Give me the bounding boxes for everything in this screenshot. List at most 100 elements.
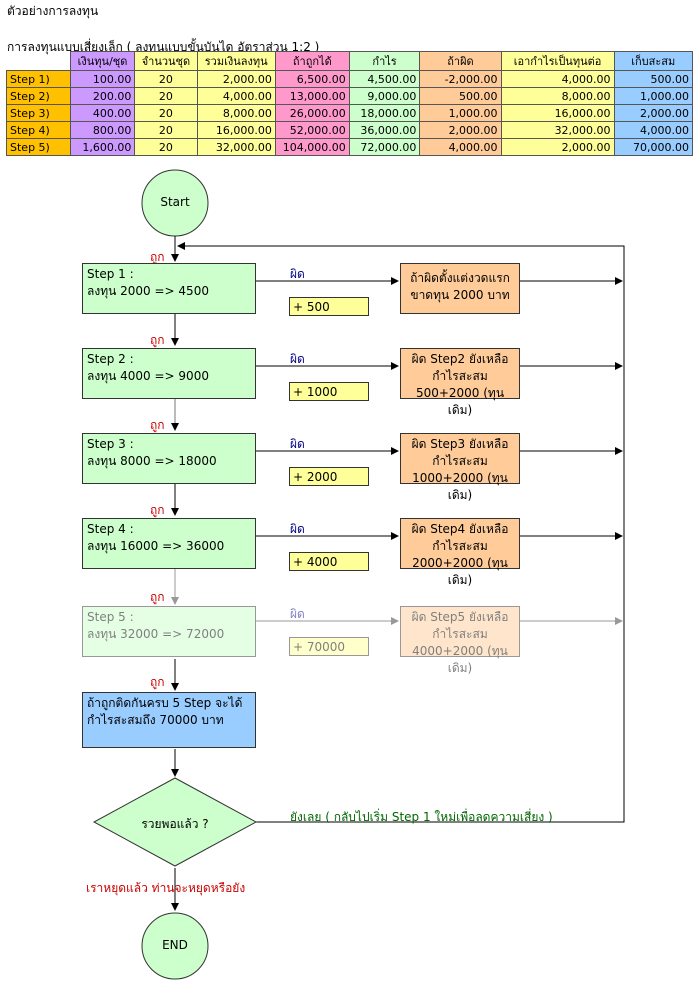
step-detail: ลงทุน 4000 => 9000 [87, 369, 209, 383]
cell-total: 2,000.00 [196, 70, 276, 88]
step-title: Step 5 : [87, 610, 134, 624]
gain-box: + 70000 [289, 637, 369, 656]
loss-line: ผิด Step3 ยังเหลือ [411, 437, 509, 451]
cell-profit: 9,000.00 [348, 87, 421, 105]
right-label: ถูก [150, 418, 165, 432]
cell-capital: 800.00 [69, 121, 136, 139]
end-label: END [162, 938, 188, 952]
loss-box: ผิด Step4 ยังเหลือ กำไรสะสม 2000+2000 (ท… [400, 518, 520, 587]
wrong-label: ผิด [290, 437, 305, 451]
col-header: ถ้าผิด [419, 51, 502, 71]
stop-label: เราหยุดแล้ว ท่านจะหยุดหรือยัง [86, 881, 246, 895]
loss-line: ขาดทุน 2000 บาท [410, 288, 510, 302]
wrong-label: ผิด [290, 267, 305, 281]
cell-next: 32,000.00 [500, 121, 615, 139]
step-title: Step 2 : [87, 352, 134, 366]
start-label: Start [160, 195, 190, 209]
cell-win: 6,500.00 [274, 70, 350, 88]
wrong-label: ผิด [290, 607, 305, 621]
cell-accumulated: 500.00 [613, 70, 693, 88]
wrong-label: ผิด [290, 352, 305, 366]
loop-back-connector [177, 242, 625, 823]
step-4-box: Step 4 : ลงทุน 16000 => 36000 [82, 518, 256, 569]
table-header-row: เงินทุน/ชุด จำนวนชุด รวมเงินลงทุน ถ้าถูก… [7, 51, 693, 71]
cell-loss: 2,000.00 [419, 121, 502, 139]
table-row: Step 3) 400.00 20 8,000.00 26,000.00 18,… [6, 104, 693, 122]
right-label: ถูก [150, 675, 165, 689]
right-label: ถูก [150, 503, 165, 517]
loop-back-label: ยังเลย ( กลับไปเริ่ม Step 1 ใหม่เพื่อลดค… [290, 810, 553, 824]
row-label: Step 3) [6, 104, 71, 122]
cell-loss: -2,000.00 [419, 70, 502, 88]
col-header: ถ้าถูกได้ [274, 51, 350, 71]
step-title: Step 4 : [87, 522, 134, 536]
step-detail: ลงทุน 32000 => 72000 [87, 627, 225, 641]
cell-total: 8,000.00 [196, 104, 276, 122]
cell-accumulated: 70,000.00 [613, 138, 693, 156]
row-label: Step 5) [6, 138, 71, 156]
loss-line: กำไรสะสม [432, 627, 488, 641]
step-detail: ลงทุน 16000 => 36000 [87, 539, 225, 553]
final-line: กำไรสะสมถึง 70000 บาท [87, 713, 224, 727]
table-row: Step 2) 200.00 20 4,000.00 13,000.00 9,0… [6, 87, 693, 105]
loss-line: 2000+2000 (ทุนเดิม) [412, 556, 508, 587]
cell-next: 4,000.00 [500, 70, 615, 88]
gain-box: + 500 [289, 297, 369, 316]
table-row: Step 4) 800.00 20 16,000.00 52,000.00 36… [6, 121, 693, 139]
cell-count: 20 [134, 87, 198, 105]
loss-box: ถ้าผิดตั้งแต่งวดแรก ขาดทุน 2000 บาท [400, 263, 520, 314]
cell-profit: 72,000.00 [348, 138, 421, 156]
cell-win: 104,000.00 [274, 138, 350, 156]
page-heading: ตัวอย่างการลงทุน [7, 4, 99, 18]
cell-capital: 1,600.00 [69, 138, 136, 156]
col-header: เอากำไรเป็นทุนต่อ [500, 51, 615, 71]
step-3-box: Step 3 : ลงทุน 8000 => 18000 [82, 433, 256, 484]
cell-next: 8,000.00 [500, 87, 615, 105]
end-node [141, 912, 209, 980]
cell-count: 20 [134, 121, 198, 139]
loss-line: กำไรสะสม [432, 454, 488, 468]
cell-accumulated: 1,000.00 [613, 87, 693, 105]
step-1-box: Step 1 : ลงทุน 2000 => 4500 [82, 263, 256, 314]
cell-count: 20 [134, 138, 198, 156]
loss-box: ผิด Step5 ยังเหลือ กำไรสะสม 4000+2000 (ท… [400, 606, 520, 675]
step-title: Step 3 : [87, 437, 134, 451]
row-label: Step 1) [6, 70, 71, 88]
col-header: รวมเงินลงทุน [196, 51, 276, 71]
step-detail: ลงทุน 8000 => 18000 [87, 454, 217, 468]
row-label: Step 4) [6, 121, 71, 139]
loss-line: ผิด Step5 ยังเหลือ [411, 610, 509, 624]
step-5-box: Step 5 : ลงทุน 32000 => 72000 [82, 606, 256, 657]
step-detail: ลงทุน 2000 => 4500 [87, 284, 209, 298]
col-header: กำไร [348, 51, 421, 71]
decision-node [92, 777, 258, 867]
cell-capital: 100.00 [69, 70, 136, 88]
final-line: ถ้าถูกติดกันครบ 5 Step จะได้ [87, 696, 243, 710]
cell-profit: 36,000.00 [348, 121, 421, 139]
decision-label: รวยพอแล้ว ? [141, 817, 209, 831]
gain-box: + 2000 [289, 467, 369, 486]
final-summary-box: ถ้าถูกติดกันครบ 5 Step จะได้ กำไรสะสมถึง… [82, 692, 256, 748]
step-2-box: Step 2 : ลงทุน 4000 => 9000 [82, 348, 256, 399]
cell-count: 20 [134, 70, 198, 88]
col-header: เงินทุน/ชุด [69, 51, 136, 71]
step-title: Step 1 : [87, 267, 134, 281]
right-label: ถูก [150, 590, 165, 604]
loss-line: 4000+2000 (ทุนเดิม) [412, 644, 508, 675]
right-label: ถูก [150, 333, 165, 347]
cell-total: 32,000.00 [196, 138, 276, 156]
cell-win: 52,000.00 [274, 121, 350, 139]
loss-line: 1000+2000 (ทุนเดิม) [412, 471, 508, 502]
cell-total: 16,000.00 [196, 121, 276, 139]
loss-line: ผิด Step2 ยังเหลือ [411, 352, 509, 366]
col-header: เก็บสะสม [613, 51, 693, 71]
loss-line: กำไรสะสม [432, 369, 488, 383]
cell-capital: 400.00 [69, 104, 136, 122]
loss-line: 500+2000 (ทุนเดิม) [415, 386, 505, 417]
gain-box: + 1000 [289, 382, 369, 401]
cell-next: 2,000.00 [500, 138, 615, 156]
loss-box: ผิด Step3 ยังเหลือ กำไรสะสม 1000+2000 (ท… [400, 433, 520, 502]
wrong-label: ผิด [290, 522, 305, 536]
table-row: Step 1) 100.00 20 2,000.00 6,500.00 4,50… [6, 70, 693, 88]
